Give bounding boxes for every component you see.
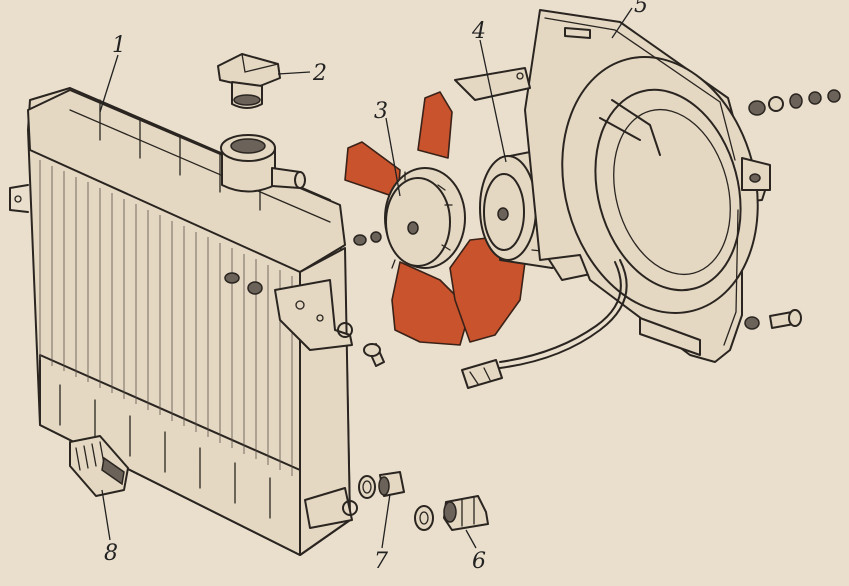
radiator: [9, 87, 358, 556]
motor-wire-harness: [461, 259, 628, 389]
callout-8: 8: [104, 541, 118, 566]
drain-plug: [358, 471, 405, 499]
callout-6: 6: [472, 549, 486, 574]
callout-2: 2: [312, 61, 327, 86]
callout-4: 4: [471, 19, 486, 44]
callout-7: 7: [374, 549, 388, 574]
leader-lines: [99, 7, 633, 549]
callout-labels: 1 2 3 4 5 6 7 8: [104, 0, 648, 574]
upper-mounting-bracket: [274, 279, 353, 351]
callout-1: 1: [112, 33, 126, 58]
radiator-core-fins: [39, 160, 293, 476]
mounting-nuts: [224, 231, 382, 295]
lower-mounting-bracket: [304, 487, 358, 529]
shroud-fasteners: [744, 89, 841, 330]
rubber-mounting-pad: [69, 435, 129, 497]
fan-shroud: [454, 9, 771, 363]
callout-3: 3: [374, 99, 388, 124]
fan-impeller: [344, 91, 526, 346]
callout-5: 5: [634, 0, 648, 18]
temperature-sensor: [414, 495, 489, 531]
bracket-bolt: [363, 343, 385, 367]
filler-neck: [220, 134, 306, 193]
filler-cap: [217, 53, 281, 109]
